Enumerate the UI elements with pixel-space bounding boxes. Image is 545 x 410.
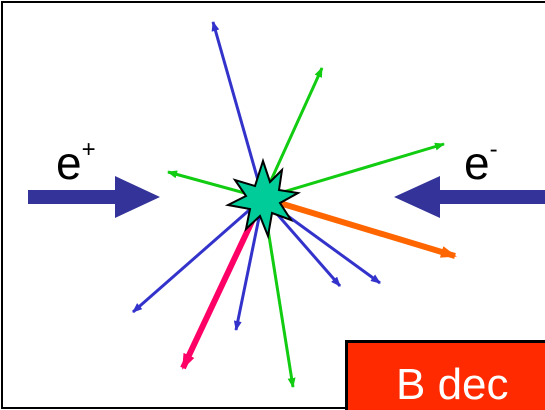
caption-text: B dec — [396, 360, 509, 409]
collision-vertex-star — [224, 157, 302, 240]
caption-box: B dec — [345, 340, 545, 410]
track-blue-up — [211, 21, 265, 199]
track-green-right — [262, 142, 445, 200]
blue-tracks — [132, 21, 381, 331]
positron-charge: + — [81, 136, 96, 163]
track-green-up-right — [261, 67, 324, 199]
track-orange-thick — [262, 195, 457, 259]
track-blue-lower-left — [132, 196, 264, 314]
electron-beam-arrow — [394, 176, 545, 218]
positron-symbol: e — [56, 137, 82, 189]
electron-label: e- — [464, 137, 498, 189]
positron-label: e+ — [56, 137, 96, 189]
track-blue-down — [233, 197, 265, 331]
electron-symbol: e — [464, 137, 490, 189]
positron-beam-arrow — [28, 176, 160, 218]
electron-charge: - — [489, 136, 498, 163]
